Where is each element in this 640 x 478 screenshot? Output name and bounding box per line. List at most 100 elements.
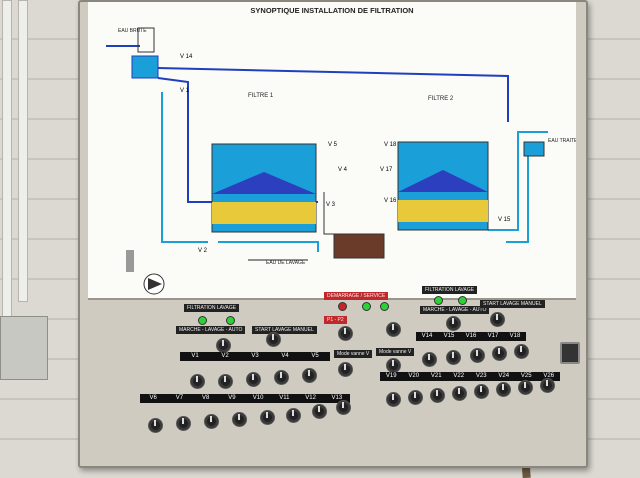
strip-label: V2 [221, 353, 229, 359]
main-switch[interactable] [560, 342, 580, 364]
valve-knob-v21[interactable] [430, 388, 445, 403]
strip-label: V12 [305, 395, 316, 401]
strip-label: V15 [443, 333, 455, 339]
mode-vanne-label: Mode vanne V [334, 350, 373, 358]
lavage-led-2 [458, 296, 467, 305]
valve-knob-v13[interactable] [336, 400, 351, 415]
valve-v4: V 4 [338, 167, 348, 173]
left-start-label: START LAVAGE MANUEL [252, 326, 317, 334]
strip-label: V11 [279, 395, 290, 401]
valve-v18: V 18 [384, 142, 397, 148]
left-mode-label: MARCHE - LAVAGE - AUTO [176, 326, 246, 334]
right-start-button[interactable] [490, 312, 505, 327]
mode-vanne-label-2: Mode vanne V [376, 348, 415, 356]
valve-v1: V 1 [180, 88, 190, 94]
filtration-led-2 [434, 296, 443, 305]
filtration-led [198, 316, 207, 325]
valve-v16: V 16 [384, 198, 397, 204]
strip-label: V1 [191, 353, 199, 359]
valve-knob-v2[interactable] [218, 374, 233, 389]
strip-label: V7 [175, 395, 184, 401]
valve-knob-v8[interactable] [204, 414, 219, 429]
valve-knob-v22[interactable] [452, 386, 467, 401]
valve-knob-v9[interactable] [232, 412, 247, 427]
valve-v15: V 15 [498, 217, 511, 223]
valve-strip-v1-v5: V1 V2 V3 V4 V5 [180, 352, 330, 361]
pump1-selector[interactable] [338, 326, 353, 341]
left-mode-selector[interactable] [216, 338, 231, 353]
valve-knob-v14[interactable] [422, 352, 437, 367]
label-eau-lavage: EAU DE LAVAGE [266, 260, 306, 266]
valve-v14: V 14 [180, 54, 193, 60]
label-filtre2: FILTRE 2 [428, 96, 454, 102]
valve-knob-v17[interactable] [492, 346, 507, 361]
left-start-button[interactable] [266, 332, 281, 347]
strip-label: V3 [251, 353, 259, 359]
valve-knob-v16[interactable] [470, 348, 485, 363]
valve-knob-v18[interactable] [514, 344, 529, 359]
valve-knob-v11[interactable] [286, 408, 301, 423]
valve-knob-v12[interactable] [312, 404, 327, 419]
valve-v5: V 5 [328, 142, 338, 148]
strip-label: V9 [228, 395, 236, 401]
strip-label: V14 [421, 333, 433, 339]
valve-v17: V 17 [380, 167, 393, 173]
strip-label: V10 [252, 395, 264, 401]
strip-label: V24 [498, 373, 510, 379]
run-led [362, 302, 371, 311]
valve-knob-v24[interactable] [496, 382, 511, 397]
label-filtre1: FILTRE 1 [248, 93, 274, 99]
wall-pipe [18, 0, 28, 302]
strip-label: V22 [453, 373, 465, 379]
right-start-label: START LAVAGE MANUEL [480, 300, 545, 308]
valve-knob-v23[interactable] [474, 384, 489, 399]
valve-knob-v25[interactable] [518, 380, 533, 395]
strip-label: V4 [281, 353, 289, 359]
alarm-led [338, 302, 347, 311]
strip-label: V6 [149, 395, 157, 401]
valve-knob-v15[interactable] [446, 350, 461, 365]
wall-pipe [2, 0, 12, 322]
mode-vanne-knob-2[interactable] [386, 358, 401, 373]
strip-label: V16 [465, 333, 477, 339]
label-eau-traitee: EAU TRAITEE [548, 138, 576, 144]
strip-label: V8 [201, 395, 210, 401]
valve-strip-v19-v26: V19 V20 V21 V22 V23 V24 V25 V26 [380, 372, 560, 381]
valve-v3: V 3 [326, 202, 336, 208]
center-sub-label: P1 - P2 [324, 316, 347, 324]
label-eau-brute: EAU BRUTE [118, 28, 147, 34]
valve-knob-v26[interactable] [540, 378, 555, 393]
left-header-label: FILTRATION LAVAGE [184, 304, 240, 312]
strip-label: V5 [311, 353, 319, 359]
valve-knob-v6[interactable] [148, 418, 163, 433]
run-led-2 [380, 302, 389, 311]
valve-knob-v7[interactable] [176, 416, 191, 431]
right-mode-label: MARCHE - LAVAGE - AUTO [420, 306, 490, 314]
valve-strip-v6-v13: V6 V7 V8 V9 V10 V11 V12 V13 [140, 394, 350, 403]
right-mode-selector[interactable] [446, 316, 461, 331]
strip-label: V23 [475, 373, 487, 379]
strip-label: V25 [520, 373, 532, 379]
pump2-selector[interactable] [386, 322, 401, 337]
strip-label: V26 [543, 373, 555, 379]
electrical-box [0, 316, 48, 380]
valve-knob-v10[interactable] [260, 410, 275, 425]
valve-knob-v19[interactable] [386, 392, 401, 407]
valve-knob-v5[interactable] [302, 368, 317, 383]
valve-knob-v3[interactable] [246, 372, 261, 387]
lavage-led [226, 316, 235, 325]
flow-diagram: EAU BRUTE FILTRE 1 FILTRE 2 EAU DE [106, 27, 576, 295]
strip-label: V17 [487, 333, 499, 339]
strip-label: V19 [385, 373, 397, 379]
valve-v2: V 2 [198, 248, 208, 254]
valve-strip-v14-v18: V14 V15 V16 V17 V18 [416, 332, 526, 341]
mode-vanne-knob[interactable] [338, 362, 353, 377]
synoptic-diagram: SYNOPTIQUE INSTALLATION DE FILTRATION EA… [88, 2, 576, 300]
valve-knob-v1[interactable] [190, 374, 205, 389]
center-header-label: DEMARRAGE / SERVICE [324, 292, 389, 300]
control-panel: SYNOPTIQUE INSTALLATION DE FILTRATION EA… [78, 0, 588, 468]
valve-knob-v20[interactable] [408, 390, 423, 405]
strip-label: V13 [331, 395, 343, 401]
valve-knob-v4[interactable] [274, 370, 289, 385]
right-header-label: FILTRATION LAVAGE [422, 286, 478, 294]
